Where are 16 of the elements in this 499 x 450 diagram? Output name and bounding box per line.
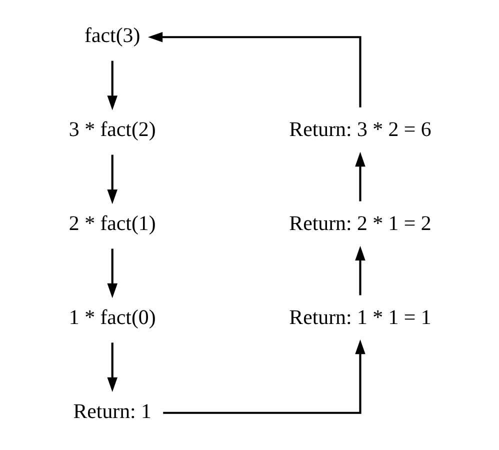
node-text: Return: 3 * 2 = 6	[288, 117, 431, 142]
arrow	[147, 32, 361, 108]
arrow	[106, 60, 117, 110]
arrow	[162, 339, 365, 414]
arrow	[106, 248, 117, 298]
arrow	[354, 152, 365, 202]
node-text: 2 * fact(1)	[68, 210, 156, 235]
node-text: Return: 1	[72, 398, 151, 423]
node-text: 3 * fact(2)	[68, 117, 156, 142]
node-text: Return: 1 * 1 = 1	[288, 304, 431, 329]
arrow	[106, 154, 117, 204]
arrow	[106, 342, 117, 392]
node-text: fact(3)	[84, 23, 140, 48]
node-text: Return: 2 * 1 = 2	[288, 210, 431, 235]
arrow	[354, 246, 365, 296]
node-text: 1 * fact(0)	[68, 304, 156, 329]
